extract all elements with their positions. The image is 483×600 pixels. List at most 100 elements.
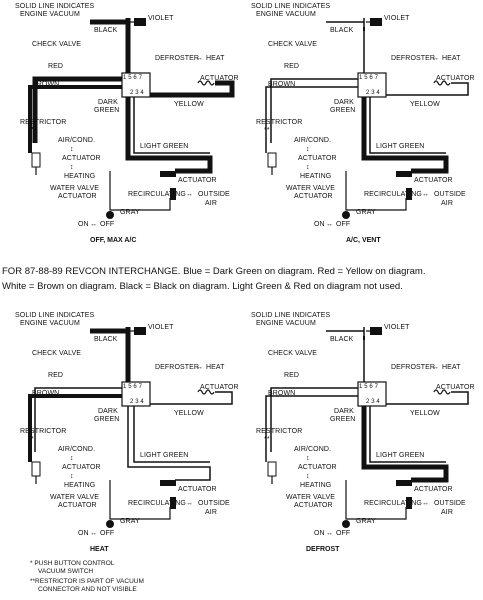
label-dark: DARK [334, 99, 354, 106]
label-stars: ** [28, 436, 34, 443]
label-heating: HEATING [300, 482, 332, 489]
label-actuator: ACTUATOR [294, 193, 333, 200]
label-heating: HEATING [300, 173, 332, 180]
label-arrow-ud: ↕ [70, 473, 74, 480]
label-outside: OUTSIDE [434, 191, 466, 198]
label-restrictor: RESTRICTOR [20, 119, 67, 126]
label-arrow-lr: ↔ [186, 500, 194, 507]
label-arrow-lr: ↔ [196, 364, 204, 371]
label-gray: GRAY [120, 209, 140, 216]
switch-ports-bottom: 2 3 4 [366, 90, 380, 96]
vacuum-lines [265, 327, 469, 528]
label-actuator: ACTUATOR [298, 155, 337, 162]
label-black: BLACK [94, 336, 118, 343]
label-solid-line: SOLID LINE INDICATES [251, 312, 331, 319]
label-actuator: ACTUATOR [200, 75, 239, 82]
label-light-green: LIGHT GREEN [140, 143, 189, 150]
label-aircond: AIR/COND. [58, 137, 96, 144]
label-water-valve: WATER VALVE [286, 185, 336, 192]
label-arrow-lr: ↔ [432, 364, 440, 371]
label-light-green: LIGHT GREEN [140, 452, 189, 459]
label-arrow-lr: ↔ [196, 55, 204, 62]
label-arrow-ud: ↕ [70, 455, 74, 462]
label-engine-vacuum: ENGINE VACUUM [256, 320, 316, 327]
label-arrow-lr: ↔ [326, 530, 334, 537]
label-arrow-ud: ↕ [306, 455, 310, 462]
label-violet: VIOLET [384, 15, 410, 22]
diagram-panel-3: SOLID LINE INDICATES ENGINE VACUUM VIOLE… [10, 312, 240, 557]
panel-caption: DEFROST [306, 546, 340, 553]
label-arrow-lr: ↔ [186, 191, 194, 198]
label-arrow-lr: ↔ [422, 500, 430, 507]
label-solid-line: SOLID LINE INDICATES [15, 312, 95, 319]
label-actuator: ACTUATOR [436, 384, 475, 391]
label-actuator: ACTUATOR [436, 75, 475, 82]
label-off: OFF [336, 221, 351, 228]
label-heat: HEAT [206, 55, 225, 62]
label-actuator: ACTUATOR [414, 177, 453, 184]
label-on: ON [314, 221, 325, 228]
footnote-push-button-line2: VACUUM SWITCH [38, 567, 94, 575]
label-recirculating: RECIRCULATING [364, 191, 422, 198]
interchange-note: FOR 87-88-89 REVCON INTERCHANGE. Blue = … [2, 264, 482, 294]
label-actuator: ACTUATOR [62, 155, 101, 162]
label-arrow-lr: ↔ [90, 221, 98, 228]
footnote-restrictor-line1: **RESTRICTOR IS PART OF VACUUM [30, 578, 144, 585]
label-gray: GRAY [356, 518, 376, 525]
label-arrow-ud: ↕ [70, 164, 74, 171]
label-actuator: ACTUATOR [62, 464, 101, 471]
label-arrow-lr: ↔ [90, 530, 98, 537]
label-light-green: LIGHT GREEN [376, 452, 425, 459]
switch-ports-top: 1 5 6 7 [123, 75, 143, 81]
label-water-valve: WATER VALVE [50, 494, 100, 501]
label-yellow: YELLOW [410, 410, 440, 417]
label-heat: HEAT [442, 55, 461, 62]
footnote-push-button-line1: * PUSH BUTTON CONTROL [30, 560, 115, 567]
footnote-restrictor: **RESTRICTOR IS PART OF VACUUM CONNECTOR… [30, 578, 144, 593]
label-air: AIR [441, 200, 453, 207]
switch-ports-bottom: 2 3 4 [130, 90, 144, 96]
label-aircond: AIR/COND. [294, 446, 332, 453]
panel-caption: OFF, MAX A/C [90, 237, 137, 244]
label-check-valve: CHECK VALVE [32, 350, 82, 357]
switch-ports-bottom: 2 3 4 [366, 399, 380, 405]
label-actuator: ACTUATOR [298, 464, 337, 471]
label-violet: VIOLET [148, 324, 174, 331]
switch-ports-top: 1 5 6 7 [123, 384, 143, 390]
label-recirculating: RECIRCULATING [128, 191, 186, 198]
label-defroster: DEFROSTER [391, 364, 436, 371]
label-gray: GRAY [356, 209, 376, 216]
label-actuator: ACTUATOR [58, 193, 97, 200]
vacuum-lines [28, 327, 233, 528]
label-violet: VIOLET [148, 15, 174, 22]
vacuum-lines [265, 18, 469, 219]
label-actuator: ACTUATOR [294, 502, 333, 509]
label-dark: DARK [334, 408, 354, 415]
label-green: GREEN [94, 416, 120, 423]
label-brown: BROWN [32, 81, 60, 88]
label-outside: OUTSIDE [434, 500, 466, 507]
label-yellow: YELLOW [174, 410, 204, 417]
label-red: RED [48, 372, 64, 379]
label-aircond: AIR/COND. [58, 446, 96, 453]
label-arrow-ud: ↕ [306, 473, 310, 480]
label-air: AIR [205, 200, 217, 207]
label-violet: VIOLET [384, 324, 410, 331]
label-stars: ** [28, 127, 34, 134]
label-on: ON [314, 530, 325, 537]
label-actuator: ACTUATOR [200, 384, 239, 391]
label-yellow: YELLOW [174, 101, 204, 108]
label-engine-vacuum: ENGINE VACUUM [20, 320, 80, 327]
diagram-panel-4: SOLID LINE INDICATES ENGINE VACUUM VIOLE… [246, 312, 476, 557]
label-engine-vacuum: ENGINE VACUUM [256, 11, 316, 18]
footnote-restrictor-line2: CONNECTOR AND NOT VISIBLE [38, 585, 137, 593]
panel-caption: HEAT [90, 546, 109, 553]
label-heat: HEAT [206, 364, 225, 371]
label-dark: DARK [98, 408, 118, 415]
label-heating: HEATING [64, 482, 96, 489]
label-red: RED [284, 372, 300, 379]
label-arrow-ud: ↕ [306, 146, 310, 153]
label-arrow-lr: ↔ [432, 55, 440, 62]
label-actuator: ACTUATOR [414, 486, 453, 493]
label-stars: ** [264, 127, 270, 134]
